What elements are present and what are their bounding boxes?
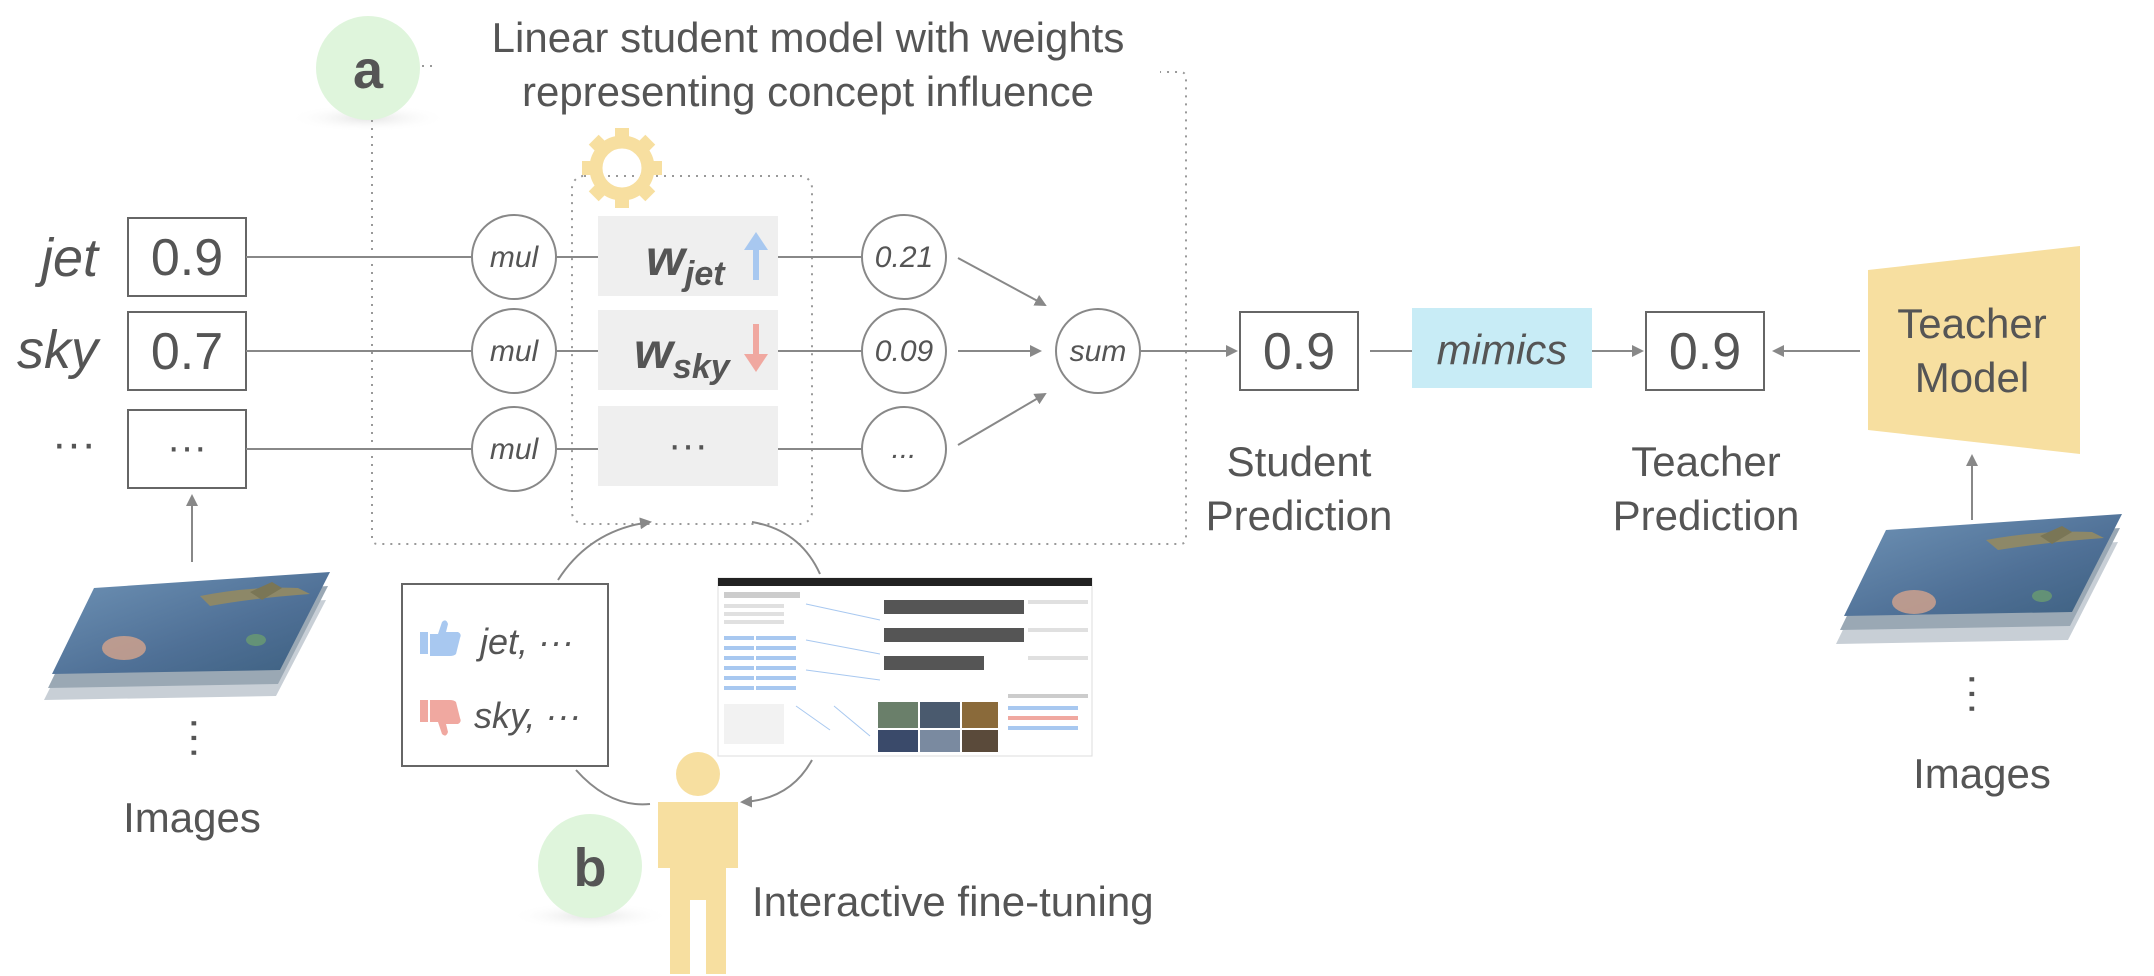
product-node-jet (861, 214, 947, 300)
image-stack-right (1836, 514, 2122, 644)
feedback-like-text: jet, ··· (475, 621, 574, 662)
mimics-label: mimics (1437, 326, 1568, 373)
mul-label-sky: mul (490, 335, 540, 368)
concept-name-jet: jet (34, 228, 100, 288)
images-label-right: Images (1913, 750, 2051, 797)
product-node-more (861, 406, 947, 492)
teacher-prediction-value: 0.9 (1669, 323, 1741, 381)
badge-b (538, 814, 642, 918)
arrow-to-sum (957, 257, 1047, 306)
person-icon (658, 752, 738, 974)
concept-name-more: ··· (52, 419, 96, 468)
product-node-sky (861, 308, 947, 394)
student-prediction-label-line1: Student (1227, 438, 1372, 485)
weight-box-more (598, 406, 778, 486)
section-b-caption: Interactive fine-tuning (752, 878, 1154, 925)
feedback-box (401, 583, 609, 767)
mimics-box (1412, 308, 1592, 388)
teacher-model-shape (1868, 246, 2080, 454)
dashboard-thumbnail (717, 577, 1093, 757)
concept-value-sky: 0.7 (151, 323, 223, 381)
weight-box-jet (598, 216, 778, 296)
concept-value-more: ··· (167, 425, 207, 469)
teacher-model-label-line1: Teacher (1897, 300, 2046, 347)
section-a-caption-line1: Linear student model with weights (492, 14, 1125, 61)
image-stack-right-ellipsis: ··· (1950, 672, 1999, 716)
concept-value-box-more (127, 409, 247, 489)
badge-a-label: a (353, 40, 384, 100)
arrow-weights-to-dashboard (751, 521, 821, 575)
student-prediction-value: 0.9 (1263, 323, 1335, 381)
image-stack-left (44, 572, 330, 700)
concept-name-sky: sky (17, 320, 101, 380)
product-value-sky: 0.09 (875, 335, 934, 368)
image-stack-left-ellipsis: ··· (172, 716, 221, 760)
arrow-to-sum (957, 392, 1047, 446)
concept-value-jet: 0.9 (151, 229, 223, 287)
teacher-prediction-box (1645, 311, 1765, 391)
teacher-model-label-line2: Model (1915, 354, 2029, 401)
weight-label-sky: wsky (634, 323, 732, 386)
arrow-up-icon (744, 232, 768, 280)
student-prediction-label-line2: Prediction (1206, 492, 1393, 539)
weight-box-sky (598, 310, 778, 390)
arrow-dashboard-to-person (740, 759, 813, 808)
weight-label-jet: wjet (646, 230, 726, 293)
mul-label-more: mul (490, 433, 540, 466)
thumbs-up-icon (420, 620, 461, 656)
student-prediction-box (1239, 311, 1359, 391)
thumbs-down-icon (420, 700, 461, 736)
gear-icon (582, 128, 662, 208)
images-label-left: Images (123, 794, 261, 841)
sum-label: sum (1070, 335, 1127, 368)
mul-label-jet: mul (490, 241, 540, 274)
teacher-prediction-label-line2: Prediction (1613, 492, 1800, 539)
product-value-more: ... (891, 432, 916, 465)
arrow-down-icon (744, 324, 768, 372)
student-model-container (371, 71, 1187, 545)
feedback-dislike-text: sky, ··· (474, 695, 581, 736)
teacher-prediction-label-line1: Teacher (1631, 438, 1780, 485)
concept-value-box-sky (127, 311, 247, 391)
product-value-jet: 0.21 (875, 241, 933, 274)
section-a-caption-line2: representing concept influence (522, 68, 1094, 115)
badge-b-label: b (574, 838, 607, 898)
badge-a (316, 16, 420, 120)
arrow-feedback-to-weights (557, 517, 652, 581)
weight-label-more: ··· (668, 423, 708, 467)
arrow-feedback-to-person (575, 769, 651, 806)
